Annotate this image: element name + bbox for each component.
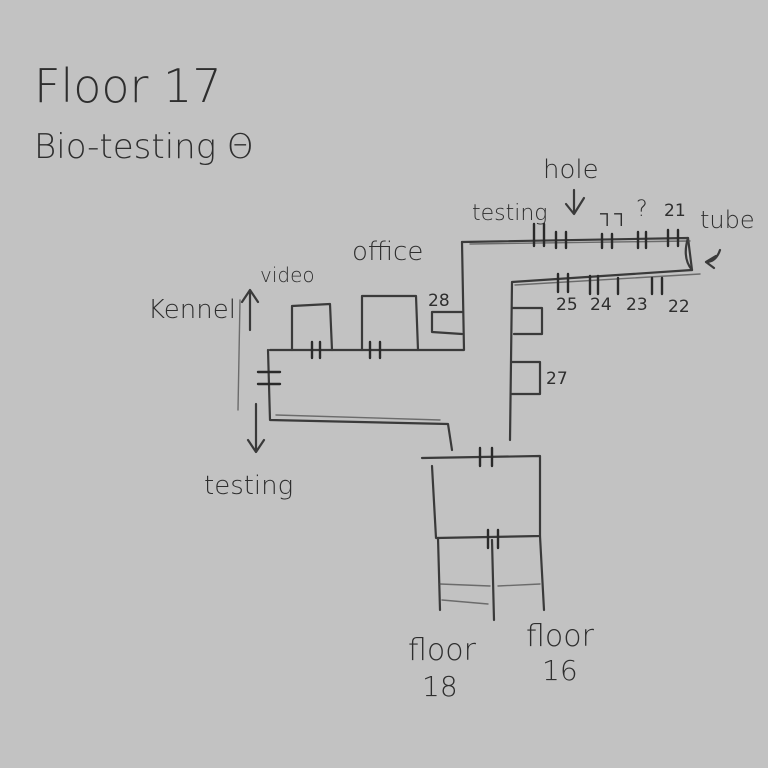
left-corridor [237,299,454,452]
label-question: ? [636,197,648,222]
label-testing-top: testing [472,201,548,226]
floor-subtitle: Bio-testing Θ [34,127,254,167]
floor-title: Floor 17 [34,59,222,113]
room-25: 25 [556,295,578,315]
video-room [290,302,334,352]
office-room [360,294,420,352]
room-21: 21 [664,201,686,221]
room-23: 23 [626,295,648,315]
lower-block [420,454,546,622]
label-floor-18: floor [408,633,477,668]
kennel-arrow-icon [240,288,260,332]
room-28-label: 28 [428,291,450,311]
label-floor-16-num: 16 [542,654,578,687]
label-office: office [352,237,423,267]
tube-arrow-icon [704,248,722,270]
room-24: 24 [590,295,612,315]
label-video: video [260,263,315,287]
label-floor-18-num: 18 [422,670,458,703]
label-hole: hole [543,155,599,185]
room-upper-right [510,306,544,336]
hole-arrow-icon [564,188,586,216]
label-floor-16: floor [526,619,595,654]
room-27 [510,360,542,396]
room-22: 22 [668,297,690,317]
top-corridor [268,236,701,442]
label-tube: tube [700,206,755,234]
doors [256,222,680,550]
room-28 [430,310,464,336]
label-stairs: ┐┐ [600,201,628,226]
testing-arrow-icon [246,402,266,454]
label-testing-left: testing [204,471,293,501]
room-27-label: 27 [546,369,568,389]
label-kennel: Kennel [148,295,236,325]
